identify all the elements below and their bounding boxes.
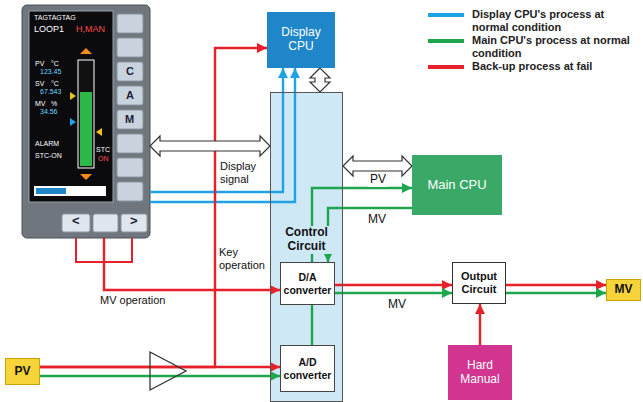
marker xyxy=(96,128,102,136)
signal-line xyxy=(335,292,452,294)
node-text: Display CPU xyxy=(267,26,335,54)
converter-box: A/D converter xyxy=(280,345,335,392)
node-text: D/A converter xyxy=(281,271,334,295)
signal-line xyxy=(104,238,280,290)
signal-line xyxy=(40,375,280,377)
node-text: Control Circuit xyxy=(275,226,338,254)
marker xyxy=(80,174,92,180)
node-text: H,MAN xyxy=(76,24,105,34)
signal-line xyxy=(479,304,481,345)
signal-tag: PV xyxy=(5,358,40,385)
circuit-box: Control CircuitD/A converterA/D converte… xyxy=(270,92,343,402)
signal-line xyxy=(506,284,606,286)
process-box: Display CPU xyxy=(267,12,335,68)
bar-frame xyxy=(78,60,94,168)
edge-label: PV xyxy=(368,173,388,187)
display-readout: 34.56 xyxy=(40,108,58,116)
node-text: TAGTAGTAG xyxy=(34,14,76,22)
marker xyxy=(70,118,76,126)
marker xyxy=(80,48,92,54)
node-text: Hard Manual xyxy=(448,359,512,387)
display-readout: °C xyxy=(51,60,59,68)
signal-line xyxy=(335,284,452,286)
edge-label: MV xyxy=(366,213,388,227)
bus-arrow xyxy=(310,68,330,92)
key-label: C xyxy=(126,65,134,78)
display-screen xyxy=(29,11,113,202)
bottom-buttons xyxy=(62,214,147,232)
side-buttons xyxy=(117,14,143,201)
key-label: > xyxy=(130,214,138,229)
legend-text: Display CPU's process at normal conditio… xyxy=(472,8,638,33)
legend-text: Main CPU's process at normal condition xyxy=(472,34,638,59)
legend-swatch xyxy=(428,65,464,69)
signal-line xyxy=(328,208,412,262)
display-readout: STC-ON xyxy=(35,152,62,160)
signal-line xyxy=(40,366,280,368)
manual-box: Hard Manual xyxy=(448,345,512,400)
display-readout: % xyxy=(51,100,57,108)
circuit-fill xyxy=(270,92,343,402)
display-readout: 123.45 xyxy=(40,68,61,76)
display-readout: 67.543 xyxy=(40,88,61,96)
node-text: MV xyxy=(613,283,635,297)
converter-box: D/A converter xyxy=(280,262,335,305)
signal-line xyxy=(150,68,295,202)
node-text: Output Circuit xyxy=(453,270,505,295)
bar-fill xyxy=(80,92,92,166)
output-box: Output Circuit xyxy=(452,262,506,304)
mv-bar-fill xyxy=(36,188,66,194)
legend-swatch xyxy=(428,13,464,17)
node-text: PV xyxy=(12,365,32,379)
node-text: A/D converter xyxy=(281,356,334,380)
marker xyxy=(70,92,76,100)
signal-label: Display signal xyxy=(220,160,268,185)
display-readout: SV xyxy=(35,80,44,88)
legend-swatch xyxy=(428,39,464,43)
key-label: M xyxy=(125,113,134,126)
process-box: Main CPU xyxy=(412,155,502,215)
display-readout: ALARM xyxy=(35,140,59,148)
display-readout: PV xyxy=(35,60,44,68)
display-readout: MV xyxy=(35,100,46,108)
signal-line xyxy=(506,292,606,294)
mv-bar xyxy=(34,186,106,196)
signal-label: Key operation xyxy=(219,246,269,271)
amplifier-symbol xyxy=(150,352,186,390)
signal-line xyxy=(40,48,267,367)
node-text: LOOP1 xyxy=(34,24,64,34)
display-readout: °C xyxy=(51,80,59,88)
controller-faceplate xyxy=(22,5,150,238)
node-text: Main CPU xyxy=(425,178,488,193)
display-readout: STC xyxy=(96,146,110,154)
signal-tag: MV xyxy=(606,279,641,301)
legend-text: Back-up process at fail xyxy=(472,60,638,73)
display-readout: ON xyxy=(98,155,109,163)
key-label: A xyxy=(126,89,134,102)
signal-label: MV operation xyxy=(100,294,165,307)
edge-label: MV xyxy=(386,298,408,312)
signal-line xyxy=(150,68,283,192)
key-label: < xyxy=(72,214,80,229)
bus-arrow xyxy=(150,136,270,156)
